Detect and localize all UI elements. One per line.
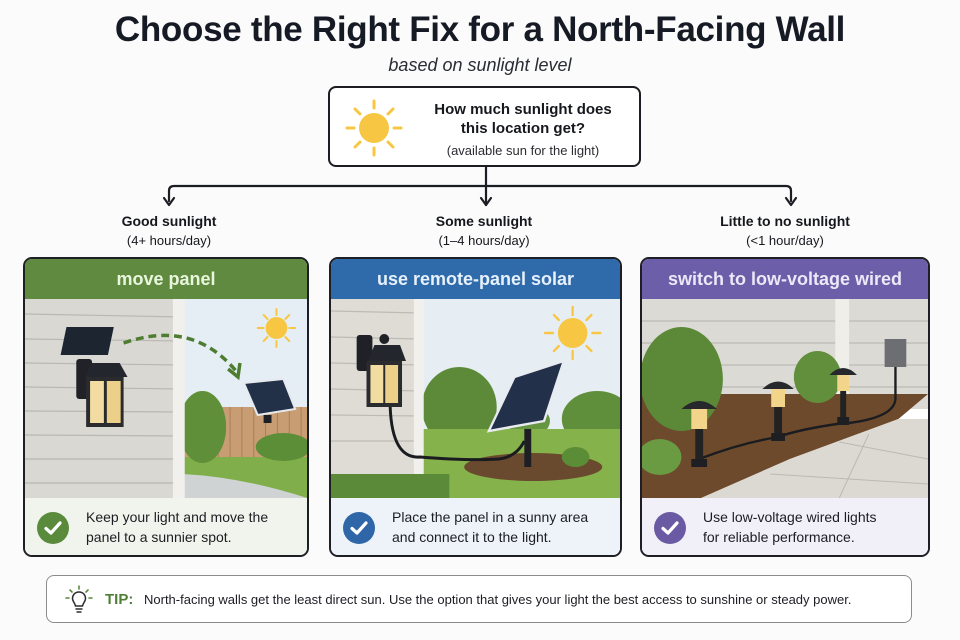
branch-label-some: Some sunlight (1–4 hours/day) (374, 211, 594, 251)
tip-box: TIP: North-facing walls get the least di… (46, 575, 912, 623)
sun-icon (345, 99, 403, 157)
card-description: Use low-voltage wired lights for reliabl… (703, 507, 923, 547)
low-voltage-illustration (642, 299, 928, 498)
description-line-2: panel to a sunnier spot. (86, 529, 232, 545)
checkmark-icon (37, 512, 69, 544)
branch-title: Little to no sunlight (720, 213, 850, 229)
card-move-panel: move panel (23, 257, 309, 557)
branch-hours: (<1 hour/day) (746, 233, 824, 248)
card-title: move panel (25, 259, 307, 299)
branch-label-little: Little to no sunlight (<1 hour/day) (675, 211, 895, 251)
tip-label: TIP: (105, 591, 134, 608)
description-line-1: Keep your light and move the (86, 509, 269, 525)
card-description: Place the panel in a sunny area and conn… (392, 507, 612, 547)
question-line-2: this location get? (460, 120, 586, 137)
checkmark-icon (343, 512, 375, 544)
card-footer: Place the panel in a sunny area and conn… (331, 498, 620, 555)
question-line-1: How much sunlight does (434, 101, 612, 118)
card-title: switch to low-voltage wired (642, 259, 928, 299)
card-footer: Use low-voltage wired lights for reliabl… (642, 498, 928, 555)
branch-hours: (4+ hours/day) (126, 233, 212, 248)
question-text: How much sunlight does this location get… (418, 100, 628, 138)
branch-title: Some sunlight (435, 213, 533, 229)
card-description: Keep your light and move the panel to a … (86, 507, 306, 547)
description-line-1: Place the panel in a sunny area (392, 509, 589, 525)
card-low-voltage-wired: switch to low-voltage wired (640, 257, 930, 557)
branch-title: Good sunlight (121, 213, 217, 229)
branch-label-good: Good sunlight (4+ hours/day) (59, 211, 279, 251)
card-footer: Keep your light and move the panel to a … (25, 498, 307, 555)
remote-panel-illustration (331, 299, 620, 498)
card-remote-panel-solar: use remote-panel solar (329, 257, 622, 557)
page-title: Choose the Right Fix for a North-Facing … (114, 10, 846, 49)
branch-hours: (1–4 hours/day) (438, 233, 530, 248)
description-line-2: for reliable performance. (703, 529, 855, 545)
question-box: How much sunlight does this location get… (328, 86, 641, 167)
move-panel-illustration (25, 299, 307, 498)
description-line-2: and connect it to the light. (392, 529, 552, 545)
question-subtext: (available sun for the light) (446, 143, 600, 158)
page-subtitle: based on sunlight level (388, 55, 572, 75)
lightbulb-icon (65, 585, 93, 613)
description-line-1: Use low-voltage wired lights (703, 509, 877, 525)
card-title: use remote-panel solar (331, 259, 620, 299)
checkmark-icon (654, 512, 686, 544)
tip-text: North-facing walls get the least direct … (144, 592, 852, 607)
